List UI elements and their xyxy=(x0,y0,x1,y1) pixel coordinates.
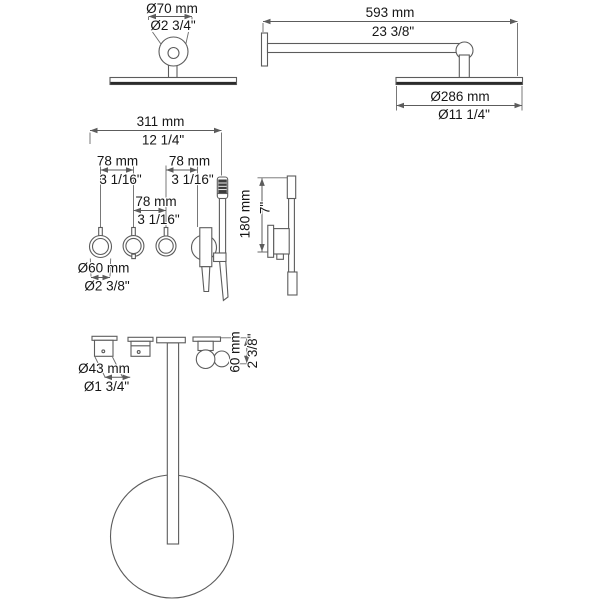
knob2-set-screw xyxy=(136,350,141,354)
shower-arm xyxy=(266,42,463,54)
dim-esc-dia-in: Ø1 3/4" xyxy=(84,379,130,394)
dim-rain-dia-in: Ø11 1/4" xyxy=(438,107,490,122)
side-bracket-foot xyxy=(276,253,284,260)
side-bracket-flange xyxy=(267,224,275,258)
rain-head-disc xyxy=(395,76,524,86)
ceiling-drop-pipe xyxy=(166,342,180,545)
handshower-side-view: 180 mm 7" xyxy=(236,175,298,296)
dim-knob-dia-mm: Ø60 mm xyxy=(78,261,130,276)
knob3-inner xyxy=(158,238,174,254)
dim-spacing-right-in: 3 1/16" xyxy=(171,172,214,187)
side-handshower-head xyxy=(286,175,297,200)
knob2-bottom-tab xyxy=(131,253,136,260)
dim-arm-length-in: 23 3/8" xyxy=(372,24,415,39)
dim-trim-width-mm: 311 mm xyxy=(137,114,185,129)
handshower-hose xyxy=(218,260,229,302)
knob1-side-flange xyxy=(91,335,118,341)
outlet-spout xyxy=(201,266,211,293)
dim-spacing-left-mm: 78 mm xyxy=(97,154,138,169)
dim-spacing-mid-in: 3 1/16" xyxy=(137,212,180,227)
showerhead-disc xyxy=(109,76,238,86)
dim-spacing-mid-mm: 78 mm xyxy=(135,194,176,209)
holder-side-body xyxy=(197,340,214,352)
wall-flange xyxy=(260,32,269,67)
dim-head-dia-mm: Ø70 mm xyxy=(146,1,198,16)
knob1-inner xyxy=(91,237,110,256)
mixer-trim-front-view: 311 mm 12 1/4" 78 mm 3 1/16" 78 mm 3 1/1… xyxy=(77,113,229,302)
knob3-lever xyxy=(163,226,169,237)
knob2-side-flange xyxy=(127,336,154,342)
dim-knob-dia-in: Ø2 3/8" xyxy=(84,279,130,294)
ceiling-pipe-flange xyxy=(156,336,186,344)
shower-arm-side-view: 593 mm 23 3/8" Ø286 mm Ø11 1/4" xyxy=(260,4,524,123)
dim-trim-width-in: 12 1/4" xyxy=(142,133,185,148)
knob1-set-screw xyxy=(101,349,106,354)
knob1-side-body xyxy=(93,339,114,357)
dim-holder-depth-in: 2 3/8" xyxy=(245,333,260,368)
dim-spacing-left-in: 3 1/16" xyxy=(99,172,142,187)
stem-core xyxy=(167,46,180,60)
dim-head-dia-in: Ø2 3/4" xyxy=(150,18,196,33)
handshower-wand xyxy=(218,197,227,254)
knob1-lever xyxy=(98,226,103,237)
holder-side-flange xyxy=(192,336,222,342)
holder-clamp xyxy=(213,252,227,263)
knob2-lever xyxy=(131,226,136,237)
holder-body xyxy=(199,227,213,268)
dim-height-mm: 180 mm xyxy=(238,190,253,239)
component-side-views: Ø43 mm Ø1 3/4" 60 mm 2 3/8" xyxy=(77,330,261,545)
dim-esc-dia-mm: Ø43 mm xyxy=(78,361,130,376)
knob2-inner xyxy=(125,237,142,255)
dim-holder-depth-mm: 60 mm xyxy=(228,331,243,372)
side-outlet xyxy=(287,271,298,296)
dim-spacing-right-mm: 78 mm xyxy=(169,154,210,169)
head-connector xyxy=(458,54,470,79)
showerhead-front-view: Ø70 mm Ø2 3/4" xyxy=(109,0,238,86)
knob2-side-body xyxy=(130,340,151,357)
holder-side-pivot xyxy=(195,349,216,370)
side-bracket-body xyxy=(273,228,290,255)
dim-height-in: 7" xyxy=(258,202,273,215)
dim-rain-dia-mm: Ø286 mm xyxy=(430,89,489,104)
dim-arm-length-mm: 593 mm xyxy=(366,5,415,20)
